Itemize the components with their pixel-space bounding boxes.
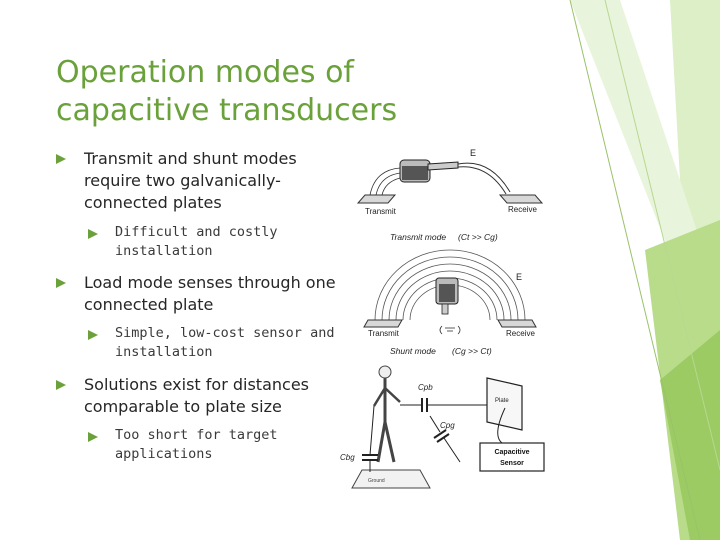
- transmit-mode-diagram: E Transmit Receive Transmit mode (Ct >> …: [356, 148, 544, 242]
- diamond-bullet-icon: [56, 278, 66, 288]
- cpg-label: Cpg: [440, 421, 455, 430]
- receive-label-shunt: Receive: [506, 329, 535, 338]
- diamond-bullet-icon: [88, 432, 98, 442]
- field-symbol-shunt: E: [516, 272, 522, 282]
- sub-bullet-item: Difficult and costly installation: [115, 224, 278, 259]
- transmit-mode-relation: (Ct >> Cg): [458, 232, 498, 242]
- ground-label: Ground: [368, 478, 385, 484]
- plate-label: Plate: [495, 398, 509, 404]
- shunt-mode-relation: (Cg >> Ct): [452, 346, 492, 356]
- sensor-label-1: Capacitive: [494, 449, 529, 456]
- capacitive-modes-figure: E Transmit Receive Transmit mode (Ct >> …: [340, 148, 545, 489]
- receive-label: Receive: [508, 205, 537, 214]
- diamond-bullet-icon: [56, 380, 66, 390]
- transmit-label: Transmit: [365, 207, 397, 216]
- bullet-item: Transmit and shunt modes require two gal…: [84, 149, 297, 212]
- shunt-mode-caption: Shunt mode: [390, 346, 436, 356]
- shunt-mode-diagram: E Transmit Receive Shunt mode (Cg >> Ct): [363, 249, 537, 356]
- cbg-label: Cbg: [340, 453, 355, 462]
- field-symbol: E: [470, 148, 476, 158]
- diamond-bullet-icon: [88, 229, 98, 239]
- bullet-item: Solutions exist for distances comparable…: [84, 375, 309, 416]
- slide-title: Operation modes of capacitive transducer…: [56, 55, 398, 128]
- sensor-label-2: Sensor: [500, 460, 524, 467]
- cpb-label: Cpb: [418, 383, 433, 392]
- bullet-item: Load mode senses through one connected p…: [84, 273, 336, 314]
- sub-bullet-item: Too short for target applications: [115, 427, 278, 462]
- transmit-label-shunt: Transmit: [368, 329, 400, 338]
- diamond-bullet-icon: [56, 154, 66, 164]
- load-mode-diagram: Ground Cpb Plate Cpg Cbg: [340, 365, 545, 489]
- transmit-mode-caption: Transmit mode: [390, 232, 446, 242]
- diamond-bullet-icon: [88, 330, 98, 340]
- decorative-background-shapes: [569, 0, 720, 540]
- sub-bullet-item: Simple, low-cost sensor and installation: [115, 325, 335, 360]
